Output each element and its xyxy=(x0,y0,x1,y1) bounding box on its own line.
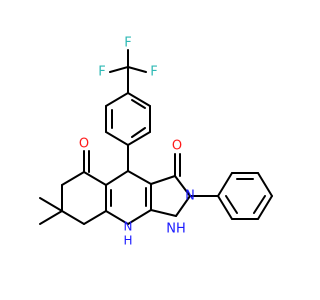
bond-center-ketone-carbon xyxy=(105,170,129,186)
bond-pyrazole-right xyxy=(174,175,191,197)
atom-nh-ring: NH xyxy=(166,222,186,237)
bond-phenyl-4 xyxy=(257,195,273,220)
bond-phenyl-3 xyxy=(257,172,273,197)
bond-middle-left-bottom xyxy=(105,210,129,225)
bond-aryl-4 xyxy=(105,131,129,146)
atom-f-left: F xyxy=(98,65,105,80)
bond-pyrazole-top xyxy=(150,175,176,185)
molecule-canvas: F F F O O N NH N H xyxy=(39,35,273,248)
atom-o-pyrazolone: O xyxy=(172,139,182,154)
bond-f-right xyxy=(127,66,147,73)
bond-pyrazole-bottom xyxy=(175,195,191,217)
atom-n-ring: N xyxy=(185,189,195,204)
molecule-structure: F F F O O N NH N H xyxy=(39,36,273,248)
bond-aryl-double-2 xyxy=(131,127,146,138)
bond-aryl-6 xyxy=(105,92,129,107)
atom-h-bottom: H xyxy=(123,234,132,248)
bond-pyrazole-left xyxy=(150,209,177,217)
atom-o-ketone: O xyxy=(79,137,89,152)
atom-n-bottom: N xyxy=(124,220,133,234)
bond-center-pyrazole-carbon xyxy=(127,170,152,185)
bond-left-ring-top xyxy=(83,171,107,186)
bond-phenyl-double-2 xyxy=(253,195,266,214)
bond-methyl-lower-left xyxy=(39,210,63,225)
bond-aryl-3 xyxy=(127,131,151,146)
bond-left-ring-bottom xyxy=(83,210,107,225)
bond-aryl-double-1 xyxy=(131,99,146,109)
bond-f-left xyxy=(109,66,129,73)
bond-left-ring-top-left xyxy=(61,171,85,186)
bond-aryl-1 xyxy=(127,92,151,107)
bond-middle-right-bottom xyxy=(127,209,152,225)
bond-left-ring-bottom-left xyxy=(61,210,85,225)
bond-phenyl-1 xyxy=(217,172,233,197)
bond-phenyl-6 xyxy=(217,195,233,220)
bond-methyl-upper-left xyxy=(39,197,63,212)
bond-phenyl-double-3 xyxy=(225,195,238,214)
atom-f-top: F xyxy=(124,36,131,51)
atom-f-right: F xyxy=(150,65,157,80)
